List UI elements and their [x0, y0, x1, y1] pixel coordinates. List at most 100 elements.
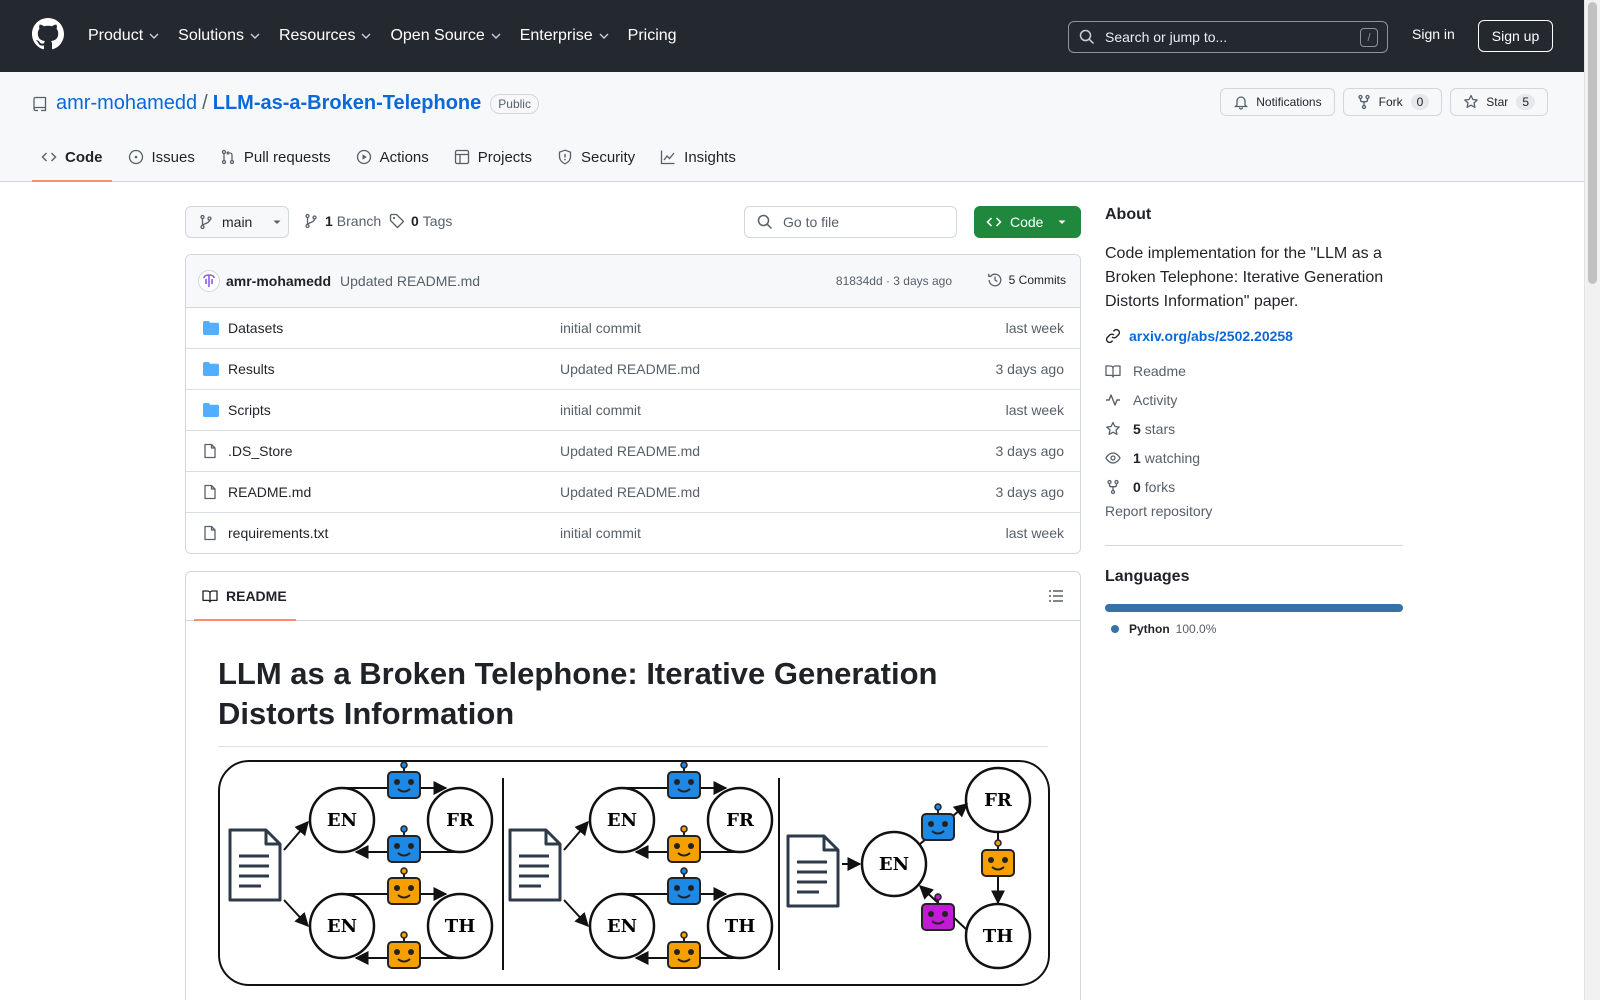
file-name-link[interactable]: README.md: [228, 484, 312, 500]
node-label: TH: [725, 916, 755, 937]
language-color-dot: [1111, 625, 1119, 633]
latest-commit-row: amr-mohamedd Updated README.md 81834dd ·…: [186, 255, 1080, 308]
global-search-input[interactable]: Search or jump to... /: [1068, 21, 1388, 53]
nav-resources[interactable]: Resources: [279, 27, 372, 45]
chevron-down-icon: [599, 33, 609, 39]
tab-issues[interactable]: Issues: [119, 134, 204, 180]
file-commit-message-link[interactable]: initial commit: [560, 320, 641, 336]
page-scrollbar[interactable]: [1584, 0, 1600, 1000]
github-logo-icon[interactable]: [32, 18, 64, 50]
nav-solutions[interactable]: Solutions: [178, 27, 261, 45]
file-list: amr-mohamedd Updated README.md 81834dd ·…: [185, 254, 1081, 554]
tab-pull-requests[interactable]: Pull requests: [211, 134, 340, 180]
file-commit-message-link[interactable]: Updated README.md: [560, 443, 701, 459]
code-dropdown-button[interactable]: Code: [974, 206, 1081, 238]
forks-link[interactable]: 0 forks: [1105, 472, 1403, 501]
file-commit-message-link[interactable]: Updated README.md: [560, 484, 701, 500]
book-icon: [1105, 364, 1121, 378]
pulse-icon: [1106, 393, 1120, 406]
readme-panel: README LLM as a Broken Telephone: Iterat…: [185, 571, 1081, 1000]
file-icon: [204, 525, 216, 541]
avatar-identicon-icon: [203, 274, 215, 287]
readme-title: LLM as a Broken Telephone: Iterative Gen…: [218, 654, 1048, 747]
outline-list-icon[interactable]: [1048, 588, 1064, 604]
file-row-results[interactable]: Results Updated README.md 3 days ago: [186, 349, 1080, 390]
broken-telephone-figure: EN FR EN TH EN FR EN TH: [218, 760, 1050, 986]
repo-owner-link[interactable]: amr-mohamedd: [56, 92, 198, 114]
nav-pricing[interactable]: Pricing: [627, 27, 677, 44]
file-row-requirements[interactable]: requirements.txt initial commit last wee…: [186, 513, 1080, 553]
file-row-scripts[interactable]: Scripts initial commit last week: [186, 390, 1080, 431]
file-name-link[interactable]: Datasets: [228, 320, 284, 336]
chevron-down-icon: [491, 33, 501, 39]
global-header: Product Solutions Resources Open Source …: [0, 0, 1584, 72]
tab-insights[interactable]: Insights: [651, 134, 745, 180]
fork-icon: [1107, 479, 1119, 494]
language-item[interactable]: Python 100.0%: [1105, 622, 1403, 636]
table-icon: [454, 149, 469, 165]
about-stats: Readme Activity 5 stars 1 watching 0 for…: [1105, 356, 1403, 527]
watchers-link[interactable]: 1 watching: [1105, 443, 1403, 472]
star-icon: [1106, 421, 1120, 435]
bell-icon: [1234, 96, 1249, 110]
branch-selector[interactable]: main: [185, 206, 289, 238]
repo-name-link[interactable]: LLM-as-a-Broken-Telephone: [212, 92, 482, 114]
node-label: FR: [446, 810, 475, 831]
readme-link[interactable]: Readme: [1105, 356, 1403, 385]
file-commit-message-link[interactable]: initial commit: [560, 402, 641, 418]
commit-hash-and-time[interactable]: 81834dd · 3 days ago: [835, 274, 952, 288]
file-commit-message-link[interactable]: Updated README.md: [560, 361, 701, 377]
tab-code[interactable]: Code: [32, 134, 112, 182]
node-label: FR: [984, 790, 1013, 811]
scrollbar-thumb[interactable]: [1588, 2, 1597, 284]
robot-blue-icon: [387, 761, 421, 799]
stars-link[interactable]: 5 stars: [1105, 414, 1403, 443]
robot-orange-icon: [667, 825, 701, 863]
file-commit-age: last week: [1005, 402, 1064, 418]
go-to-file-input[interactable]: Go to file: [744, 206, 957, 238]
star-button[interactable]: Star 5: [1450, 88, 1548, 116]
node-en: [860, 830, 928, 898]
commit-author-link[interactable]: amr-mohamedd: [226, 273, 332, 289]
file-commit-message-link[interactable]: initial commit: [560, 525, 641, 541]
homepage-link[interactable]: arxiv.org/abs/2502.20258: [1105, 328, 1403, 344]
readme-tab[interactable]: README: [194, 572, 296, 621]
robot-orange-icon: [667, 931, 701, 969]
issue-icon: [128, 149, 143, 165]
nav-enterprise[interactable]: Enterprise: [520, 27, 610, 45]
robot-blue-icon: [921, 803, 955, 841]
file-name-link[interactable]: Results: [228, 361, 275, 377]
tab-actions[interactable]: Actions: [347, 134, 438, 180]
commits-history-link[interactable]: 5 Commits: [987, 272, 1066, 288]
tags-link[interactable]: 0 Tags: [389, 213, 452, 229]
file-row-readme[interactable]: README.md Updated README.md 3 days ago: [186, 472, 1080, 513]
sign-in-link[interactable]: Sign in: [1412, 26, 1455, 42]
file-name-link[interactable]: .DS_Store: [228, 443, 293, 459]
tab-projects[interactable]: Projects: [445, 134, 541, 180]
code-icon: [41, 152, 57, 162]
avatar[interactable]: [198, 270, 220, 292]
nav-product[interactable]: Product: [88, 27, 160, 45]
folder-icon: [203, 362, 219, 376]
repo-actions: Notifications Fork 0 Star 5: [1212, 88, 1548, 116]
readme-tabbar: README: [186, 572, 1080, 621]
sign-up-button[interactable]: Sign up: [1478, 20, 1553, 52]
file-row-datasets[interactable]: Datasets initial commit last week: [186, 308, 1080, 349]
activity-link[interactable]: Activity: [1105, 385, 1403, 414]
report-repository-link[interactable]: Report repository: [1105, 503, 1213, 519]
fork-button[interactable]: Fork 0: [1342, 88, 1443, 116]
branch-icon: [200, 214, 212, 230]
node-label: FR: [726, 810, 755, 831]
search-icon: [757, 214, 773, 230]
file-name-link[interactable]: requirements.txt: [228, 525, 329, 541]
file-commit-age: 3 days ago: [995, 361, 1065, 377]
file-name-link[interactable]: Scripts: [228, 402, 271, 418]
file-row-ds-store[interactable]: .DS_Store Updated README.md 3 days ago: [186, 431, 1080, 472]
branches-link[interactable]: 1 Branch: [303, 213, 381, 229]
notifications-button[interactable]: Notifications: [1220, 88, 1335, 116]
nav-open-source[interactable]: Open Source: [390, 27, 501, 45]
caret-down-icon: [273, 220, 281, 224]
commit-message-link[interactable]: Updated README.md: [340, 273, 481, 289]
tab-security[interactable]: Security: [548, 134, 644, 180]
repo-breadcrumb: amr-mohamedd / LLM-as-a-Broken-Telephone…: [32, 92, 539, 115]
